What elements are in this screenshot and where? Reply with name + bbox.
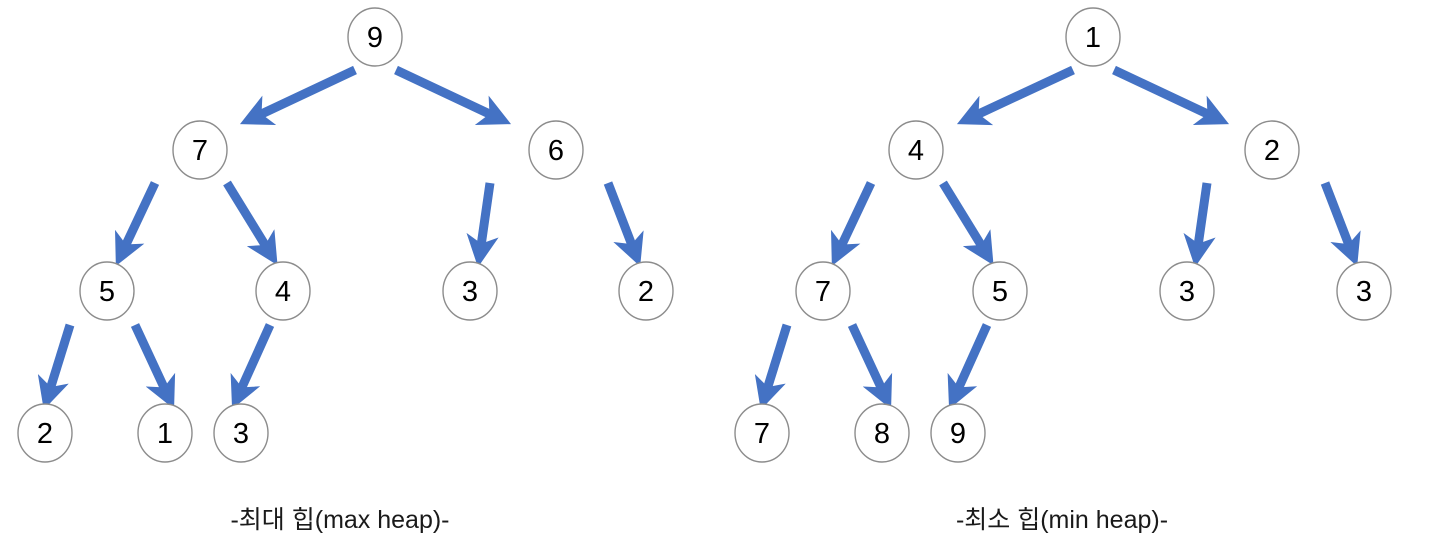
tree-node[interactable]: 5 bbox=[972, 261, 1028, 321]
tree-node[interactable]: 7 bbox=[172, 120, 228, 180]
tree-node[interactable]: 7 bbox=[734, 403, 790, 463]
node-value-label: 2 bbox=[37, 418, 53, 450]
node-value-label: 1 bbox=[157, 418, 173, 450]
node-value-label: 4 bbox=[275, 276, 291, 308]
node-circle bbox=[795, 261, 851, 321]
tree-edge-arrow bbox=[37, 323, 75, 410]
node-circle bbox=[1244, 120, 1300, 180]
node-circle bbox=[442, 261, 498, 321]
node-value-label: 5 bbox=[992, 276, 1008, 308]
node-circle bbox=[255, 261, 311, 321]
tree-node[interactable]: 2 bbox=[618, 261, 674, 321]
node-value-label: 3 bbox=[233, 418, 249, 450]
diagram-caption: -최소 힙(min heap)- bbox=[956, 506, 1168, 534]
tree-node[interactable]: 3 bbox=[442, 261, 498, 321]
nodes-layer: 9 7 6 5 4 3 2 2 1 3 1 4 2 7 5 3 3 7 8 9 bbox=[17, 7, 1392, 463]
node-value-label: 8 bbox=[874, 418, 890, 450]
tree-node[interactable]: 8 bbox=[854, 403, 910, 463]
node-circle bbox=[854, 403, 910, 463]
tree-edge-arrow bbox=[847, 323, 893, 410]
tree-node[interactable]: 1 bbox=[1065, 7, 1121, 67]
tree-node[interactable]: 7 bbox=[795, 261, 851, 321]
tree-edge-arrow bbox=[1112, 65, 1230, 125]
node-circle bbox=[618, 261, 674, 321]
node-circle bbox=[734, 403, 790, 463]
node-circle bbox=[1336, 261, 1392, 321]
tree-edge-arrow bbox=[939, 180, 994, 266]
node-circle bbox=[347, 7, 403, 67]
node-circle bbox=[528, 120, 584, 180]
tree-edge-arrow bbox=[754, 323, 792, 410]
tree-edge-arrow bbox=[130, 323, 176, 410]
tree-node[interactable]: 4 bbox=[888, 120, 944, 180]
tree-edge-arrow bbox=[603, 181, 644, 267]
node-value-label: 7 bbox=[815, 276, 831, 308]
tree-node[interactable]: 2 bbox=[1244, 120, 1300, 180]
tree-edge-arrow bbox=[239, 65, 357, 125]
node-value-label: 6 bbox=[548, 135, 564, 167]
node-value-label: 3 bbox=[462, 276, 478, 308]
node-circle bbox=[213, 403, 269, 463]
node-value-label: 9 bbox=[950, 418, 966, 450]
node-circle bbox=[888, 120, 944, 180]
tree-node[interactable]: 3 bbox=[213, 403, 269, 463]
node-value-label: 2 bbox=[638, 276, 654, 308]
tree-edge-arrow bbox=[831, 181, 876, 267]
tree-edge-arrow bbox=[947, 323, 992, 410]
node-value-label: 3 bbox=[1179, 276, 1195, 308]
node-value-label: 7 bbox=[192, 135, 208, 167]
tree-node[interactable]: 3 bbox=[1336, 261, 1392, 321]
node-circle bbox=[1065, 7, 1121, 67]
node-circle bbox=[972, 261, 1028, 321]
tree-edge-arrow bbox=[1183, 182, 1216, 268]
node-value-label: 1 bbox=[1085, 22, 1101, 54]
node-circle bbox=[172, 120, 228, 180]
node-circle bbox=[1159, 261, 1215, 321]
tree-node[interactable]: 3 bbox=[1159, 261, 1215, 321]
tree-node[interactable]: 2 bbox=[17, 403, 73, 463]
node-value-label: 7 bbox=[754, 418, 770, 450]
tree-edge-arrow bbox=[394, 65, 512, 125]
captions-layer: -최대 힙(max heap)- -최소 힙(min heap)- bbox=[230, 506, 1168, 534]
tree-edge-arrow bbox=[115, 181, 160, 267]
tree-node[interactable]: 9 bbox=[930, 403, 986, 463]
diagram-caption: -최대 힙(max heap)- bbox=[230, 506, 449, 534]
node-circle bbox=[930, 403, 986, 463]
edges-layer bbox=[37, 65, 1361, 410]
node-value-label: 2 bbox=[1264, 135, 1280, 167]
tree-edge-arrow bbox=[1320, 181, 1361, 267]
tree-node[interactable]: 4 bbox=[255, 261, 311, 321]
node-value-label: 3 bbox=[1356, 276, 1372, 308]
tree-node[interactable]: 6 bbox=[528, 120, 584, 180]
node-circle bbox=[137, 403, 193, 463]
node-circle bbox=[79, 261, 135, 321]
node-circle bbox=[17, 403, 73, 463]
tree-edge-arrow bbox=[466, 182, 499, 268]
tree-node[interactable]: 1 bbox=[137, 403, 193, 463]
node-value-label: 4 bbox=[908, 135, 924, 167]
tree-node[interactable]: 5 bbox=[79, 261, 135, 321]
node-value-label: 5 bbox=[99, 276, 115, 308]
node-value-label: 9 bbox=[367, 22, 383, 54]
tree-edge-arrow bbox=[956, 65, 1075, 126]
tree-edge-arrow bbox=[230, 323, 275, 410]
tree-node[interactable]: 9 bbox=[347, 7, 403, 67]
tree-edge-arrow bbox=[223, 180, 278, 266]
